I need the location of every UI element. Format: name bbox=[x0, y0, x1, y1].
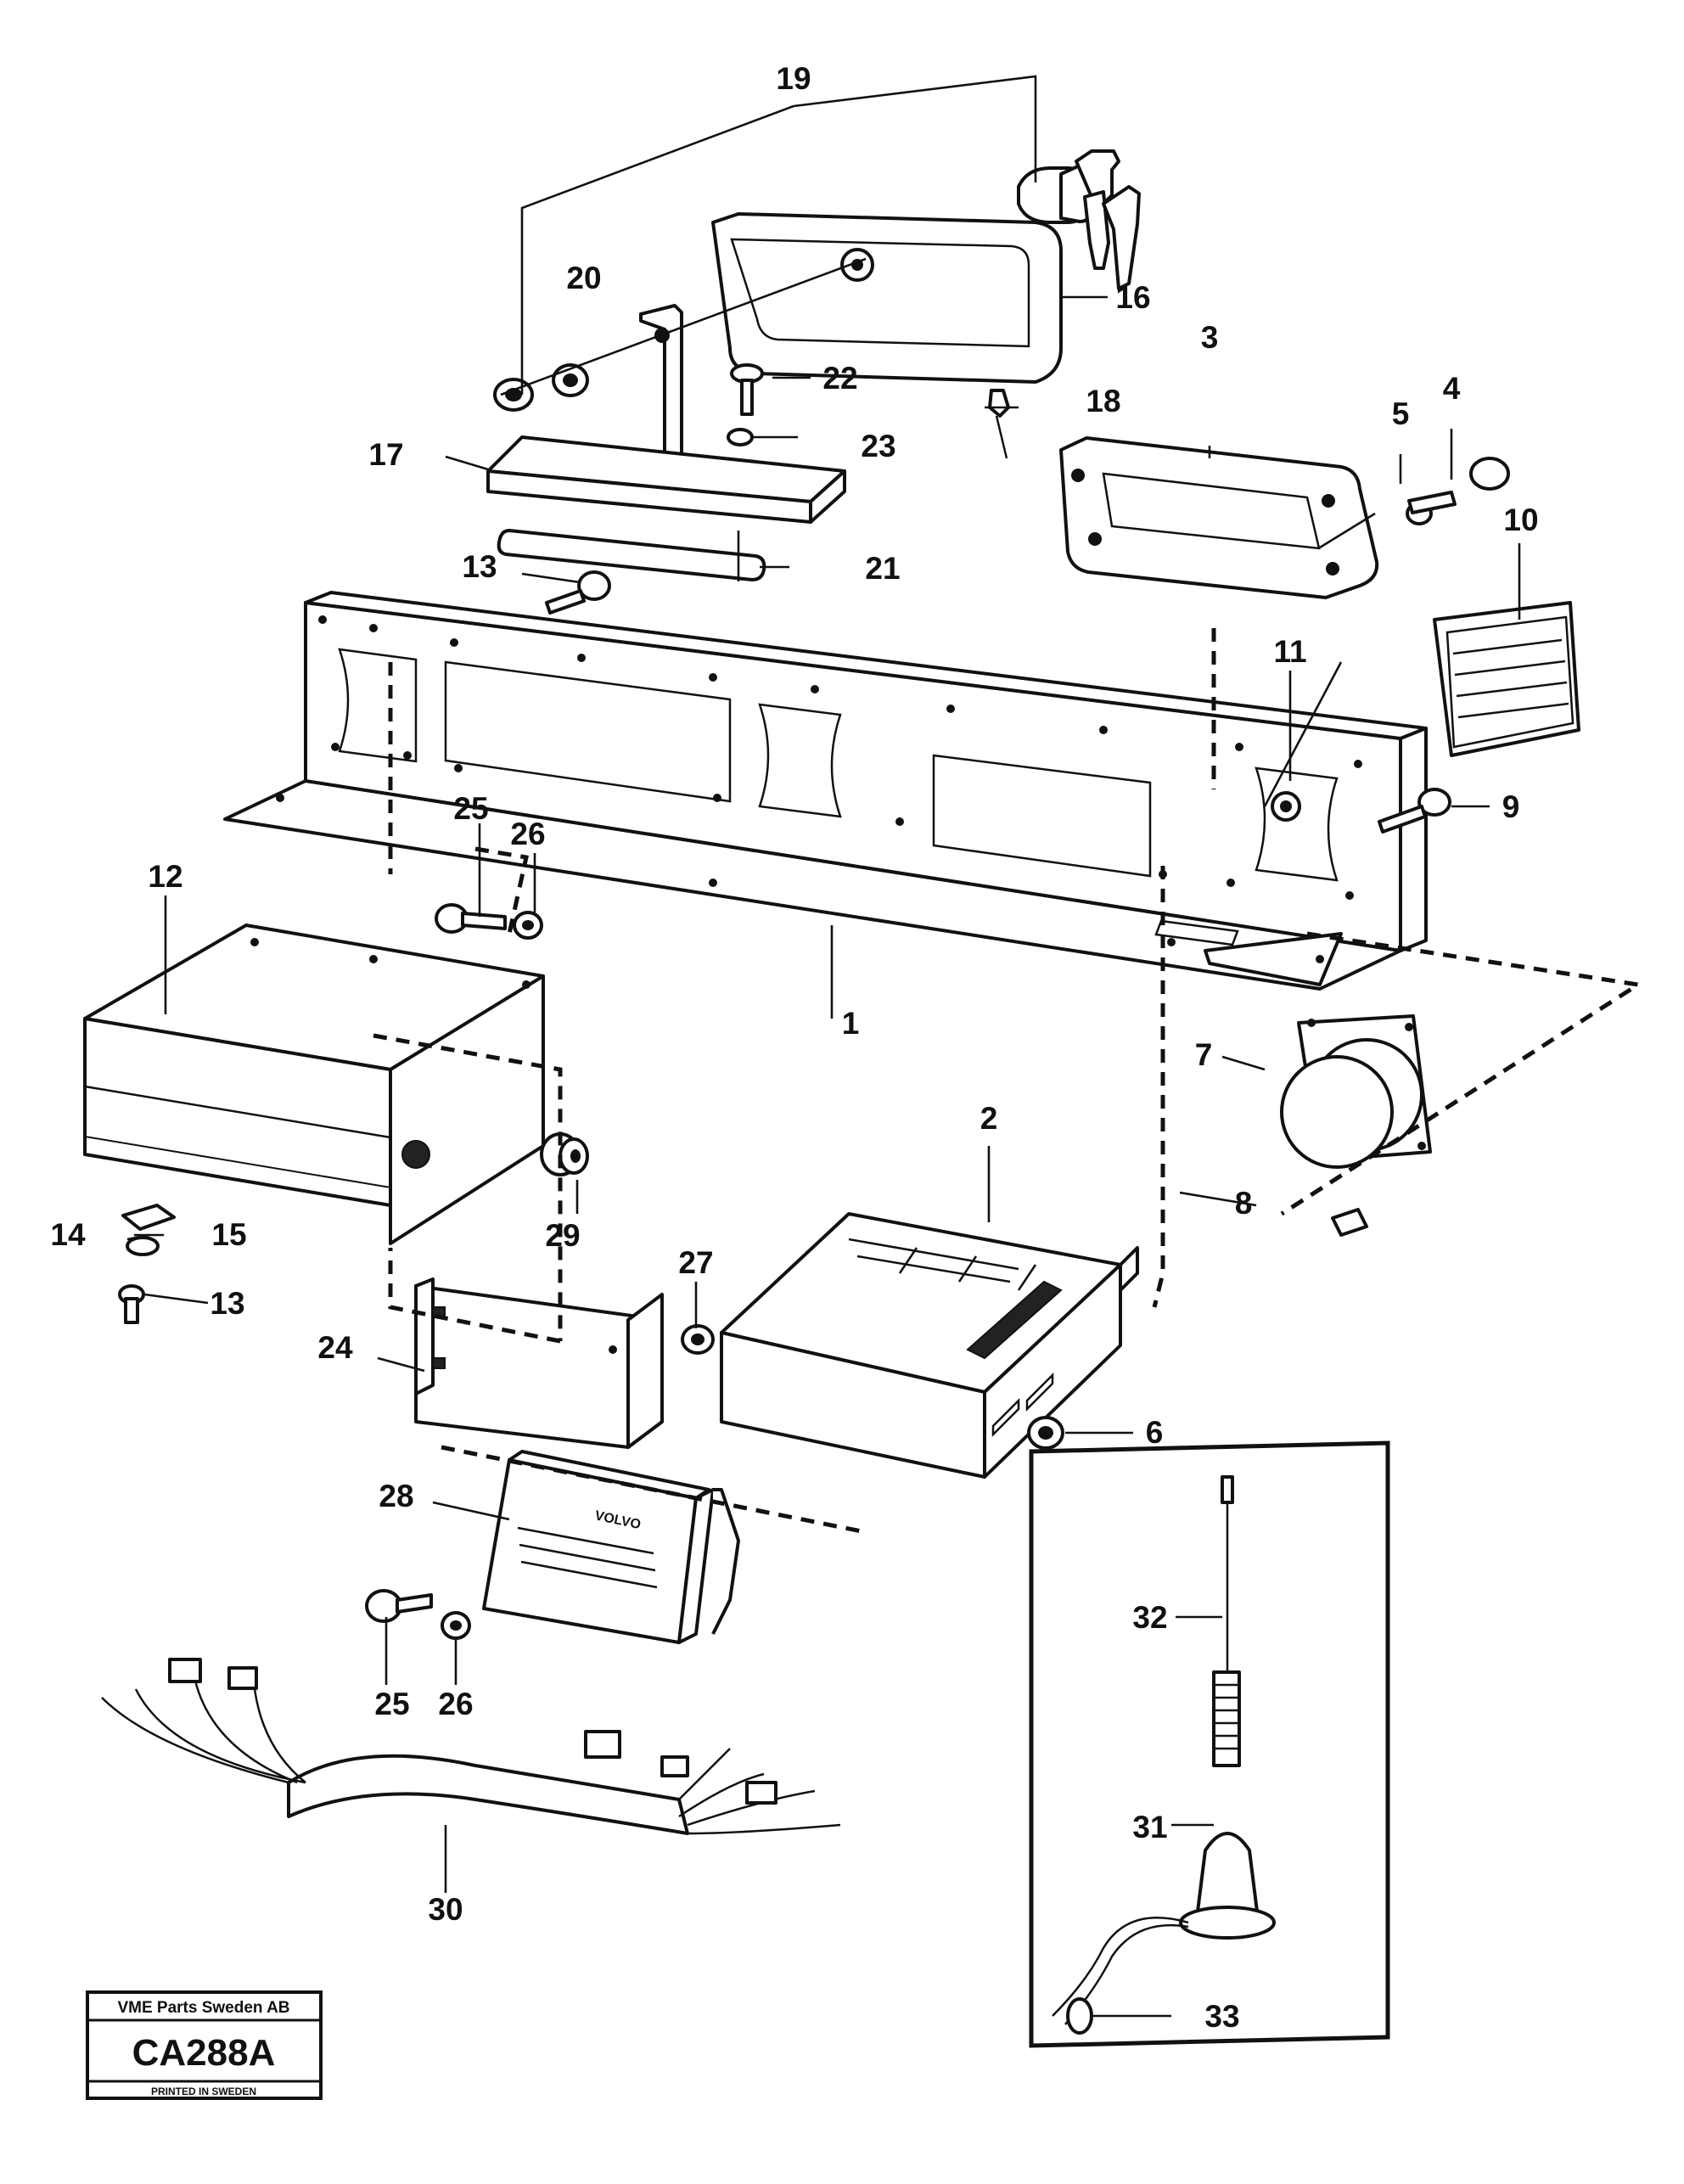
nuts-part bbox=[493, 363, 589, 412]
nut-6-part bbox=[1027, 1416, 1064, 1450]
box-part bbox=[83, 924, 545, 1245]
antenna-part bbox=[1052, 1475, 1276, 2035]
frame-part bbox=[1059, 436, 1379, 599]
leader-lines bbox=[126, 75, 1521, 2018]
callout-13-top: 13 bbox=[462, 549, 497, 584]
harness-part bbox=[101, 1658, 841, 1835]
callout-31: 31 bbox=[1132, 1810, 1167, 1844]
callout-30: 30 bbox=[428, 1892, 463, 1927]
callout-26-top: 26 bbox=[510, 817, 545, 851]
grommet-part bbox=[540, 1132, 589, 1176]
lock-cylinder-part bbox=[1017, 149, 1141, 290]
callout-26-bottom: 26 bbox=[438, 1687, 473, 1721]
callout-14: 14 bbox=[50, 1217, 86, 1252]
callout-28: 28 bbox=[379, 1479, 413, 1513]
callout-33: 33 bbox=[1204, 1999, 1239, 2034]
callout-22: 22 bbox=[822, 361, 857, 396]
main-panel-part bbox=[223, 591, 1428, 991]
callout-9: 9 bbox=[1502, 789, 1520, 824]
callout-13-bottom: 13 bbox=[210, 1286, 244, 1321]
speaker-part bbox=[1280, 1014, 1432, 1169]
dashed-connections bbox=[373, 628, 1644, 1535]
company-name: VME Parts Sweden AB bbox=[117, 1999, 289, 2017]
bolt-part bbox=[1406, 457, 1510, 525]
clip-8-part bbox=[1331, 1208, 1368, 1237]
printed-note: PRINTED IN SWEDEN bbox=[151, 2086, 256, 2097]
unit-part bbox=[720, 1212, 1139, 1479]
bolt-25-lower-part bbox=[365, 1589, 471, 1640]
callout-25-top: 25 bbox=[453, 791, 488, 826]
small-screw-part bbox=[988, 389, 1010, 459]
antenna-inset-frame bbox=[1029, 1440, 1390, 2048]
callout-1: 1 bbox=[842, 1006, 860, 1041]
screw-13-top-part bbox=[545, 570, 611, 615]
housing-part bbox=[711, 212, 1063, 384]
callout-2: 2 bbox=[980, 1101, 998, 1136]
callout-6: 6 bbox=[1146, 1415, 1164, 1450]
grille-part bbox=[1433, 601, 1580, 757]
nut-27-part bbox=[681, 1324, 715, 1355]
callout-32: 32 bbox=[1132, 1600, 1167, 1635]
callout-29: 29 bbox=[545, 1218, 580, 1253]
callout-23: 23 bbox=[861, 429, 895, 463]
callout-3: 3 bbox=[1201, 320, 1219, 355]
bolt-25-upper-part bbox=[435, 903, 543, 940]
screw-part bbox=[727, 363, 764, 446]
callout-10: 10 bbox=[1503, 502, 1538, 537]
callout-15: 15 bbox=[211, 1217, 246, 1252]
title-block: VME Parts Sweden AB CA288A PRINTED IN SW… bbox=[86, 1990, 323, 2100]
callout-25-bottom: 25 bbox=[374, 1687, 409, 1721]
callout-21: 21 bbox=[865, 551, 900, 586]
rod-part bbox=[497, 529, 766, 581]
callout-18: 18 bbox=[1086, 384, 1120, 418]
callout-19: 19 bbox=[776, 61, 811, 96]
callout-27: 27 bbox=[678, 1245, 713, 1280]
callout-12: 12 bbox=[148, 859, 182, 894]
drawing-code: CA288A bbox=[132, 2032, 276, 2074]
callout-11: 11 bbox=[1273, 634, 1306, 669]
callout-5: 5 bbox=[1392, 396, 1410, 431]
callout-4: 4 bbox=[1443, 371, 1461, 406]
bolt-9-part bbox=[1378, 788, 1451, 834]
callout-17: 17 bbox=[368, 437, 403, 472]
callout-24: 24 bbox=[317, 1330, 353, 1365]
callout-8: 8 bbox=[1235, 1186, 1253, 1221]
bracket-part bbox=[486, 304, 846, 524]
clip-part bbox=[118, 1204, 176, 1324]
callout-20: 20 bbox=[566, 261, 601, 295]
bracket-24-part bbox=[414, 1277, 664, 1449]
callout-16: 16 bbox=[1115, 280, 1150, 315]
callout-7: 7 bbox=[1195, 1037, 1213, 1072]
callout-labels: 1 2 3 4 5 6 7 8 9 10 11 12 13 13 14 15 1… bbox=[50, 61, 1538, 2034]
